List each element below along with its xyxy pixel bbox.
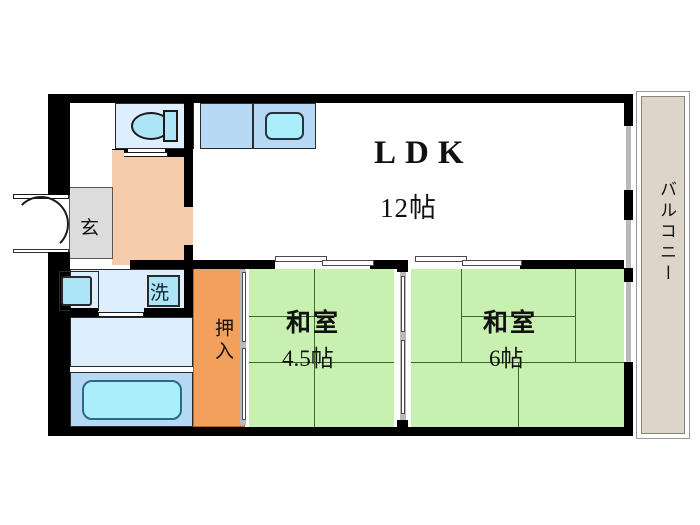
- sliding-door-large-room-b[interactable]: [462, 260, 522, 266]
- tatami-line-s1: [249, 316, 315, 317]
- balcony-area: [641, 96, 685, 434]
- tatami-line-s2: [314, 269, 315, 363]
- window-right-bottom: [626, 282, 631, 362]
- wall-right-interior-mid2: [624, 268, 633, 282]
- kitchen-sink-basin-icon: [265, 112, 304, 140]
- genkan-area: [69, 187, 113, 259]
- fusuma-panel-lower[interactable]: [401, 340, 405, 414]
- oshiire-label: 押入: [212, 318, 233, 364]
- washitsu-large-floor: [411, 269, 624, 427]
- wall-bath-top-right: [144, 308, 193, 317]
- balcony-outer-rail: [636, 91, 690, 439]
- wall-toilet-right: [184, 94, 193, 149]
- kitchen-counter: [200, 103, 253, 149]
- ldk-size: 12帖: [380, 193, 437, 223]
- wall-right-interior-bottom: [624, 362, 633, 436]
- toilet-tank-icon: [163, 110, 178, 142]
- washitsu-small-title: 和室: [286, 310, 341, 337]
- entrance-threshold: [13, 249, 69, 253]
- entrance-door-swing-icon: [13, 196, 69, 252]
- tatami-line-l2: [575, 269, 576, 363]
- balcony-label: バルコニー: [657, 180, 676, 285]
- washing-machine-space: [147, 275, 180, 307]
- oshiire-door-panel-lower[interactable]: [242, 348, 246, 420]
- wall-left-stub-lower: [48, 252, 70, 261]
- wall-hall-bottom: [130, 260, 193, 269]
- sliding-door-small-room-a[interactable]: [275, 256, 327, 262]
- entry-hallway: [112, 157, 193, 265]
- tatami-line-s4: [314, 362, 315, 427]
- wall-bath-top-left: [70, 308, 98, 317]
- tatami-line-l4: [411, 362, 624, 363]
- oshiire-door-panel-upper[interactable]: [242, 272, 246, 342]
- wall-fusuma-post-bottom: [397, 420, 408, 429]
- wall-toilet-bottom-right: [165, 149, 193, 157]
- wall-hall-right-lower: [184, 245, 193, 267]
- fusuma-panel-upper[interactable]: [401, 276, 405, 332]
- wall-bottom-outer: [48, 427, 633, 436]
- bathtub-icon: [82, 380, 182, 420]
- wall-left-outer-upper: [48, 94, 70, 195]
- tatami-line-l5: [518, 362, 519, 427]
- ldk-title: LDK: [374, 135, 473, 171]
- washer-label: 洗: [150, 283, 170, 304]
- washitsu-small-size: 4.5帖: [282, 346, 334, 371]
- oshiire-sliding-door[interactable]: [240, 270, 246, 425]
- wall-hall-right-upper: [184, 157, 193, 207]
- sliding-door-small-room-b[interactable]: [322, 260, 374, 266]
- wall-top-outer: [48, 94, 633, 103]
- wall-mid-seg3: [520, 260, 624, 269]
- wall-washroom-right: [184, 269, 193, 315]
- bath-floor: [70, 317, 193, 367]
- wall-right-interior-mid: [624, 190, 633, 220]
- washitsu-large-title: 和室: [483, 310, 538, 337]
- genkan-label: 玄: [80, 218, 100, 239]
- wall-mid-seg1: [249, 260, 275, 269]
- washitsu-large-size: 6帖: [489, 346, 524, 371]
- washitsu-small-floor: [249, 269, 394, 427]
- tatami-line-s3: [249, 362, 394, 363]
- wall-mid-left: [193, 260, 249, 269]
- window-right-upper: [626, 126, 631, 190]
- window-right-lower: [626, 220, 631, 268]
- tatami-line-l3: [461, 316, 575, 317]
- wall-mid-seg2: [370, 260, 408, 269]
- washbasin-counter: [59, 271, 99, 311]
- washbasin-icon: [61, 276, 92, 306]
- wall-left-stub-upper: [48, 187, 70, 195]
- sliding-door-large-room-a[interactable]: [415, 256, 467, 262]
- entry-hallway-upper: [112, 150, 124, 160]
- wall-right-interior-top: [624, 94, 633, 126]
